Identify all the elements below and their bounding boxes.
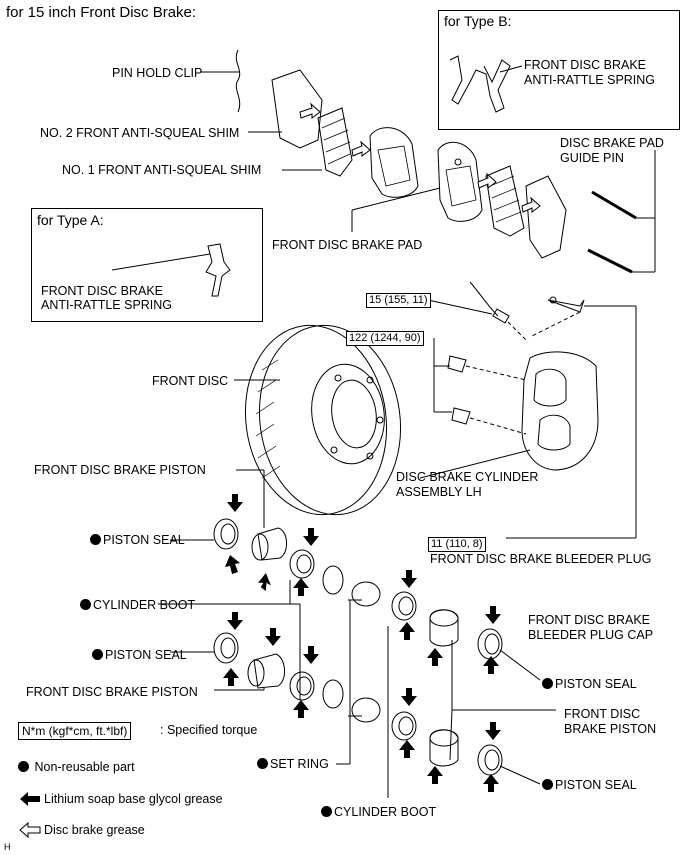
label-front-disc: FRONT DISC — [152, 374, 229, 388]
hose-fitting — [492, 308, 510, 324]
boot-3 — [391, 591, 417, 621]
non-reusable-dot — [80, 599, 91, 610]
set-ring-4 — [351, 697, 381, 723]
non-reusable-dot — [90, 534, 101, 545]
left-piston-1 — [257, 527, 287, 561]
footer-code: H — [4, 842, 11, 852]
non-reusable-dot — [542, 678, 553, 689]
set-ring-1 — [322, 565, 344, 595]
legend-torque-box: N*m (kgf*cm, ft.*lbf) — [18, 722, 132, 740]
piston-seal-text-1: PISTON SEAL — [103, 533, 185, 547]
legend-torque-text: : Specified torque — [160, 723, 258, 737]
label-cylinder-1: DISC BRAKE CYLINDER — [396, 470, 539, 484]
right-no1-shim — [485, 165, 525, 237]
label-piston-seal-4: PISTON SEAL — [542, 778, 637, 792]
boot-2 — [289, 671, 315, 701]
set-ring-2 — [351, 581, 381, 607]
label-piston-seal-2: PISTON SEAL — [92, 648, 187, 662]
label-guide-pin-1: DISC BRAKE PAD — [560, 136, 664, 150]
open-arrow-1 — [299, 102, 321, 119]
label-bleeder-cap-2: BLEEDER PLUG CAP — [528, 628, 654, 642]
type-a-part-label-1: FRONT DISC BRAKE — [41, 284, 164, 298]
boot-1 — [289, 549, 315, 579]
type-a-part-label-2: ANTI-RATTLE SPRING — [41, 298, 173, 312]
legend-lithium: Lithium soap base glycol grease — [44, 792, 223, 806]
label-piston-right-2: BRAKE PISTON — [564, 722, 657, 736]
grease-arrows — [20, 494, 501, 806]
legend-non-reusable-text: Non-reusable part — [34, 760, 135, 774]
label-piston-left-bottom: FRONT DISC BRAKE PISTON — [26, 685, 198, 699]
label-no2-shim: NO. 2 FRONT ANTI-SQUEAL SHIM — [40, 126, 240, 140]
type-b-part-label-2: ANTI-RATTLE SPRING — [524, 73, 656, 87]
label-piston-seal-3: PISTON SEAL — [542, 677, 637, 691]
left-piston-2 — [253, 653, 285, 689]
left-pad-shape — [369, 127, 419, 198]
non-reusable-dot — [321, 806, 332, 817]
torque-3: 11 (110, 8) — [428, 537, 486, 552]
legend-non-reusable: Non-reusable part — [18, 760, 135, 774]
guide-pin-1 — [591, 190, 637, 220]
non-reusable-dot — [92, 649, 103, 660]
pin-hold-clip-shape — [235, 49, 241, 113]
cylinder-boot-text-2: CYLINDER BOOT — [334, 805, 437, 819]
no2-shim-shape — [271, 69, 323, 149]
boot-4 — [391, 711, 417, 741]
front-disc-outer — [258, 324, 402, 516]
piston-seal-text-3: PISTON SEAL — [555, 677, 637, 691]
label-cylinder-2: ASSEMBLY LH — [396, 485, 482, 499]
right-pad-shape — [437, 141, 483, 222]
non-reusable-dot — [542, 779, 553, 790]
bolt-1 — [447, 355, 467, 373]
torque-2: 122 (1244, 90) — [346, 331, 424, 346]
label-set-ring: SET RING — [257, 757, 329, 771]
left-seal-2 — [213, 632, 239, 664]
bolt-2 — [451, 407, 471, 425]
page-title: for 15 inch Front Disc Brake: — [6, 4, 197, 21]
label-cylinder-boot-2: CYLINDER BOOT — [321, 805, 436, 819]
brake-hose — [469, 281, 499, 317]
label-guide-pin-2: GUIDE PIN — [560, 151, 624, 165]
right-no2-shim — [525, 175, 567, 259]
right-piston-2 — [429, 729, 459, 767]
label-bleeder-plug: FRONT DISC BRAKE BLEEDER PLUG — [430, 552, 652, 566]
piston-seal-text-2: PISTON SEAL — [105, 648, 187, 662]
bleeder-plug — [547, 299, 585, 313]
right-piston-1 — [429, 609, 459, 647]
legend-solid-arrow — [20, 792, 40, 806]
piston-seal-text-4: PISTON SEAL — [555, 778, 637, 792]
torque-1: 15 (155, 11) — [366, 293, 431, 308]
non-reusable-dot — [257, 758, 268, 769]
label-no1-shim: NO. 1 FRONT ANTI-SQUEAL SHIM — [62, 163, 262, 177]
right-seal-1 — [477, 628, 503, 660]
type-b-heading: for Type B: — [444, 13, 512, 29]
label-cylinder-boot-1: CYLINDER BOOT — [80, 598, 195, 612]
open-arrow-4 — [521, 196, 541, 213]
type-a-heading: for Type A: — [37, 212, 104, 228]
guide-pin-2 — [587, 248, 633, 274]
legend-disc-grease: Disc brake grease — [44, 823, 145, 837]
type-b-part-label-1: FRONT DISC BRAKE — [524, 58, 647, 72]
open-arrow-3 — [477, 172, 497, 189]
open-arrow-2 — [351, 140, 371, 157]
set-ring-text: SET RING — [270, 757, 329, 771]
set-ring-3 — [322, 679, 344, 709]
caliper-body — [521, 351, 599, 471]
label-piston-right-1: FRONT DISC — [564, 707, 641, 721]
label-pin-hold-clip: PIN HOLD CLIP — [112, 66, 203, 80]
right-seal-2 — [477, 744, 503, 776]
cylinder-boot-text-1: CYLINDER BOOT — [93, 598, 196, 612]
left-seal-1 — [213, 518, 239, 550]
label-pad: FRONT DISC BRAKE PAD — [272, 238, 423, 252]
label-piston-top: FRONT DISC BRAKE PISTON — [34, 463, 206, 477]
no1-shim-shape — [317, 107, 353, 177]
label-bleeder-cap-1: FRONT DISC BRAKE — [528, 613, 651, 627]
label-piston-seal-1: PISTON SEAL — [90, 533, 185, 547]
legend-open-arrow — [19, 821, 41, 839]
legend-dot-icon — [18, 761, 29, 772]
